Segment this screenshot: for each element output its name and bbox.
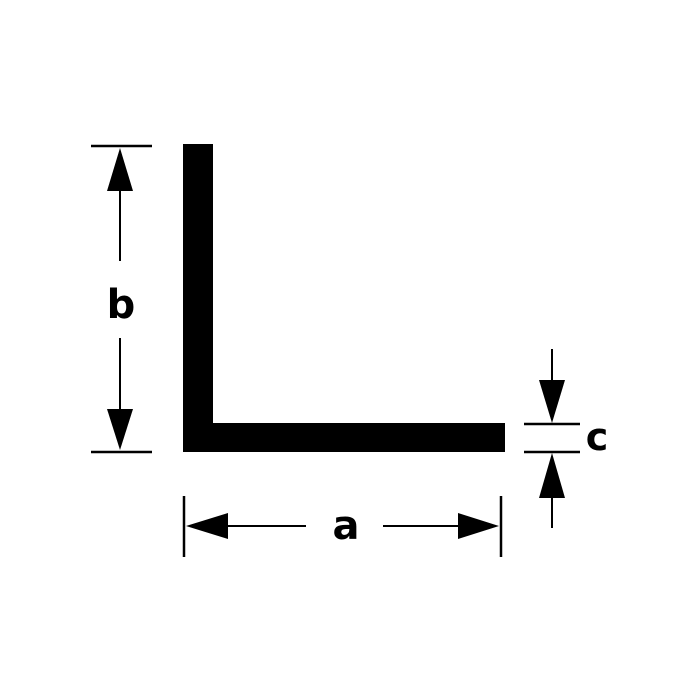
b-arrow-up-icon — [107, 148, 133, 191]
c-arrow-up-icon — [539, 453, 565, 498]
l-angle-profile — [183, 144, 505, 452]
dimension-c: c — [524, 349, 608, 528]
c-label: c — [586, 415, 609, 459]
c-arrow-down-icon — [539, 380, 565, 423]
dimension-a: a — [182, 496, 503, 557]
dimension-b: b — [91, 144, 152, 454]
b-label: b — [107, 282, 136, 328]
a-arrow-right-icon — [458, 513, 499, 539]
b-arrow-down-icon — [107, 409, 133, 450]
a-label: a — [333, 503, 360, 549]
a-arrow-left-icon — [186, 513, 228, 539]
